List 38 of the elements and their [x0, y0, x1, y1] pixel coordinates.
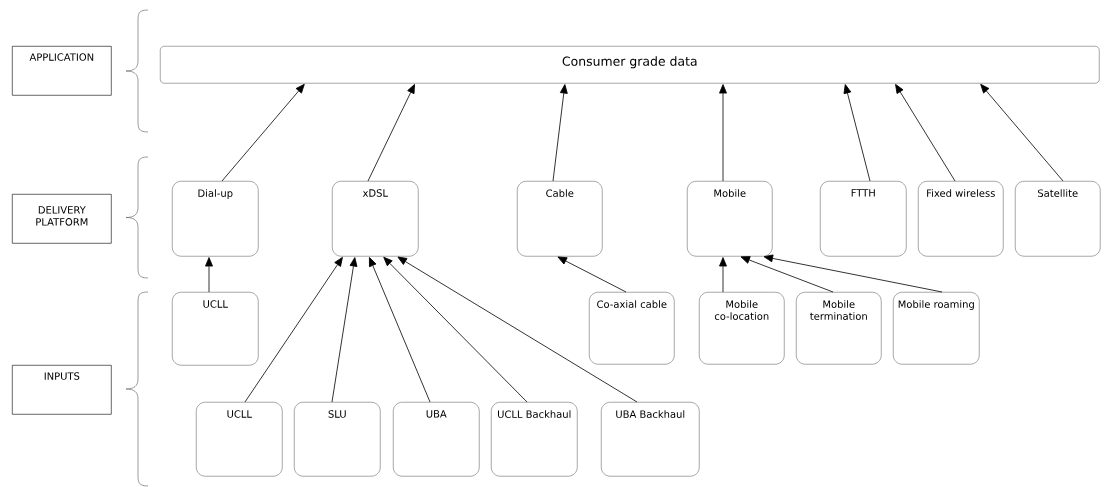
arrow: [719, 257, 727, 293]
layer-label-box: INPUTS: [12, 364, 112, 415]
arrow: [843, 84, 871, 182]
platform-box: UBA Backhaul: [601, 402, 700, 477]
platform-box: UBA: [393, 402, 480, 477]
platform-box: UCLL: [172, 292, 259, 366]
application-bar: Consumer grade data: [160, 46, 1100, 84]
arrow: [397, 256, 638, 403]
arrow: [367, 84, 415, 182]
platform-box: SLU: [294, 402, 381, 477]
arrow: [244, 257, 343, 403]
arrow: [557, 256, 627, 293]
arrow: [369, 257, 431, 403]
platform-box: Mobile termination: [796, 292, 882, 365]
platform-box: xDSL: [332, 181, 419, 257]
arrow: [740, 256, 834, 293]
platform-box: UCLL: [196, 402, 283, 477]
platform-box: Mobile co-location: [699, 292, 785, 365]
platform-box: Mobile roaming: [893, 292, 980, 365]
arrow: [221, 83, 305, 182]
arrow: [552, 84, 568, 182]
platform-box: Mobile: [687, 181, 773, 257]
platform-box: Co-axial cable: [589, 292, 675, 365]
arrow: [895, 84, 956, 182]
platform-box: Cable: [517, 181, 603, 257]
layer-label-box: DELIVERY PLATFORM: [12, 194, 112, 244]
arrow: [763, 254, 943, 293]
platform-box: Satellite: [1015, 181, 1101, 257]
arrow: [331, 257, 358, 403]
layer-label-box: APPLICATION: [12, 46, 112, 96]
arrow: [980, 83, 1064, 182]
platform-box: FTTH: [820, 181, 907, 257]
arrow: [205, 257, 213, 293]
platform-box: Dial-up: [172, 181, 259, 257]
arrow: [383, 256, 528, 403]
platform-box: Fixed wireless: [918, 181, 1004, 257]
arrow: [719, 84, 727, 182]
platform-box: UCLL Backhaul: [491, 402, 578, 477]
